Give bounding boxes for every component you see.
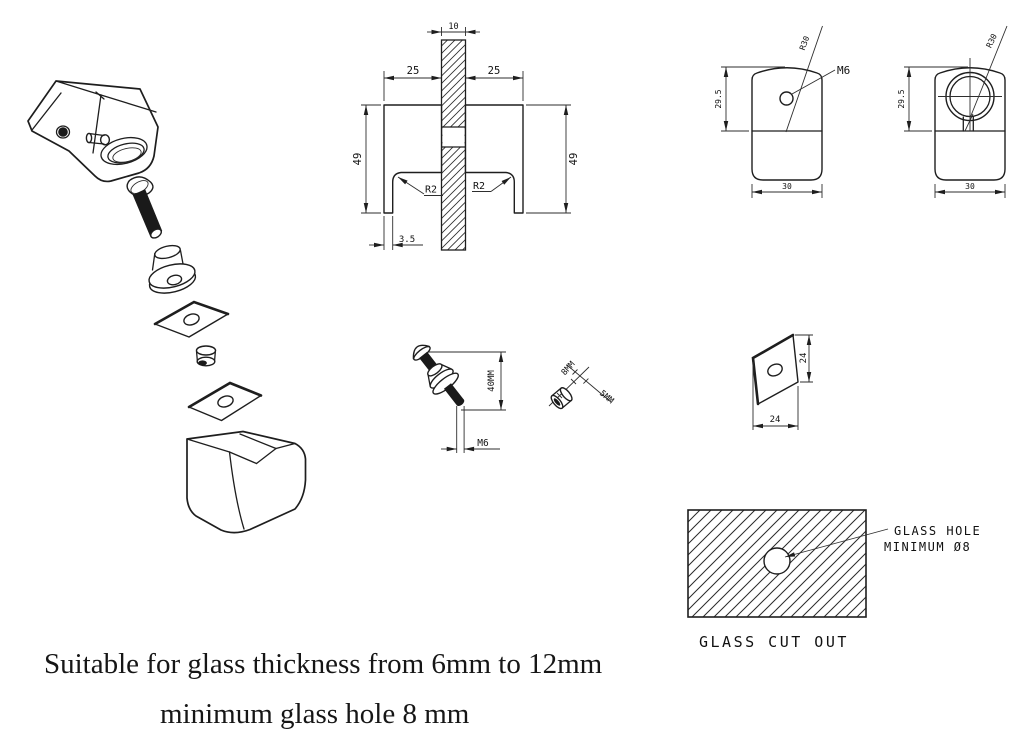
front-view-right: R30 29.5 30 xyxy=(897,25,1008,198)
dim-left-width: 25 xyxy=(407,65,420,77)
bushing-detail: 8MM 5MM xyxy=(548,360,615,410)
section-view: 10 25 25 49 49 R2 R2 xyxy=(352,22,580,251)
gasket-upper xyxy=(153,300,230,338)
spacer-bushing xyxy=(195,345,217,367)
front-right-height: 29.5 xyxy=(897,89,906,108)
dim-left-height: 49 xyxy=(352,153,364,166)
glass-hole-callout-line2: MINIMUM Ø8 xyxy=(884,540,971,554)
screw-detail: 40MM M6 xyxy=(412,344,506,453)
bottom-clamp-body xyxy=(186,430,307,534)
locating-pin xyxy=(85,132,111,146)
right-clamp-arm xyxy=(464,104,524,214)
exploded-view xyxy=(27,80,307,534)
dim-right-height: 49 xyxy=(568,153,580,166)
screw-length-label: 40MM xyxy=(487,370,497,392)
gasket-height-label: 24 xyxy=(799,353,809,364)
note-line1: Suitable for glass thickness from 6mm to… xyxy=(44,648,603,680)
front-view-left: R30 M6 29.5 30 xyxy=(714,25,850,198)
front-left-height: 29.5 xyxy=(714,89,723,108)
left-clamp-arm xyxy=(383,104,443,214)
dim-glass-thickness: 10 xyxy=(448,22,458,32)
front-left-width: 30 xyxy=(782,182,792,191)
glass-cutout-caption: GLASS CUT OUT xyxy=(699,633,849,651)
rubber-grommet xyxy=(148,244,197,294)
dim-right-fillet: R2 xyxy=(473,181,485,192)
dim-left-fillet: R2 xyxy=(425,185,437,196)
bushing-length-label: 5MM xyxy=(597,389,615,407)
glass-hole-circle xyxy=(763,547,791,575)
m6-hole xyxy=(779,91,794,106)
front-left-hole-label: M6 xyxy=(837,64,850,77)
set-screw xyxy=(55,125,71,139)
notes: Suitable for glass thickness from 6mm to… xyxy=(44,648,603,730)
clamp-screw xyxy=(126,176,163,239)
dim-right-width: 25 xyxy=(488,65,501,77)
gasket-lower xyxy=(187,381,263,422)
section-dimensions: 10 25 25 49 49 R2 R2 xyxy=(352,22,580,250)
bushing-diameter-label: 8MM xyxy=(560,360,578,378)
gasket-detail: 24 24 xyxy=(751,333,813,430)
bushing-gap xyxy=(442,127,465,147)
screw-thread-label: M6 xyxy=(477,438,489,449)
front-left-radius: R30 xyxy=(798,35,811,52)
front-right-radius: R30 xyxy=(985,32,1000,49)
dim-foot-width: 3.5 xyxy=(399,235,415,245)
front-right-width: 30 xyxy=(965,182,975,191)
glass-cutout: GLASS HOLE MINIMUM Ø8 GLASS CUT OUT xyxy=(687,509,981,651)
glass-hole-callout-line1: GLASS HOLE xyxy=(894,524,981,538)
gasket-width-label: 24 xyxy=(770,415,781,425)
top-clamp-body xyxy=(27,80,159,183)
note-line2: minimum glass hole 8 mm xyxy=(160,698,470,730)
